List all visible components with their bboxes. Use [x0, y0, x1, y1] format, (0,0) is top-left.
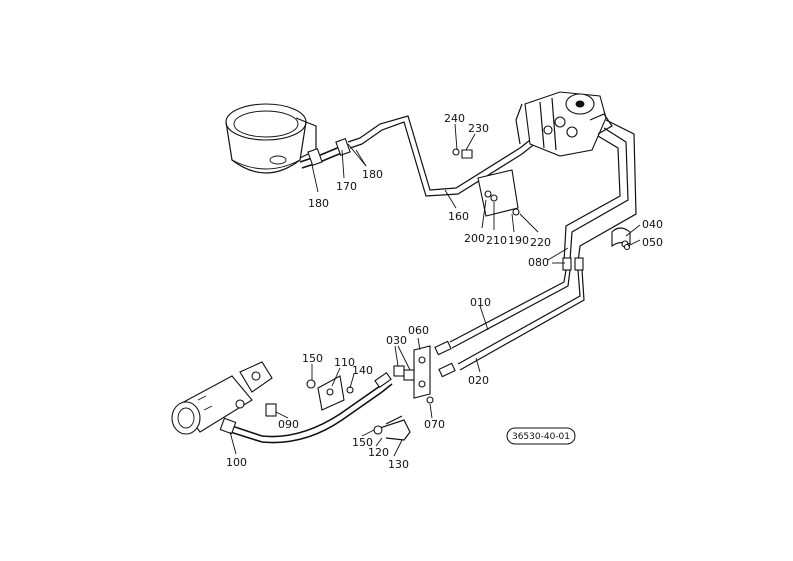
- elbow-fitting: [265, 403, 277, 417]
- label-160b: 160: [448, 210, 469, 223]
- bracket-110: [317, 375, 345, 411]
- label-130: 130: [388, 458, 409, 471]
- fittings-030: [393, 365, 415, 381]
- label-200: 200: [464, 232, 485, 245]
- reservoir-hose-170: [299, 137, 363, 169]
- label-180a: 180: [308, 197, 329, 210]
- label-150a: 150: [302, 352, 323, 365]
- label-140: 140: [352, 364, 373, 377]
- master-cylinder: [515, 91, 613, 157]
- label-100: 100: [226, 456, 247, 469]
- label-030: 030: [386, 334, 407, 347]
- label-020: 020: [468, 374, 489, 387]
- leader-lines: [229, 123, 641, 457]
- pipe-130: [373, 415, 411, 441]
- slave-cylinder: [171, 361, 273, 435]
- label-230: 230: [468, 122, 489, 135]
- label-170: 170: [336, 180, 357, 193]
- pipe-right-run: [563, 119, 637, 263]
- reservoir-tank: [225, 103, 317, 174]
- label-180b: 180: [362, 168, 383, 181]
- bracket-060: [413, 340, 456, 399]
- label-070: 070: [424, 418, 445, 431]
- label-190: 190: [508, 234, 529, 247]
- bolt-070: [426, 396, 434, 404]
- label-120: 120: [368, 446, 389, 459]
- label-220: 220: [530, 236, 551, 249]
- label-210: 210: [486, 234, 507, 247]
- clip-240-230: [452, 148, 473, 159]
- label-050: 050: [642, 236, 663, 249]
- drawing-code: 36530-40-01: [512, 432, 570, 442]
- label-010: 010: [470, 296, 491, 309]
- part-labels: 240 230 160 170 180 160 200 210 190 220 …: [226, 112, 663, 471]
- union-080: [562, 257, 584, 271]
- bracket-040: [611, 227, 631, 248]
- pipes-010-020: [449, 269, 585, 371]
- bolt-150a: [306, 379, 316, 389]
- label-040: 040: [642, 218, 663, 231]
- label-150b: 150: [352, 436, 373, 449]
- label-110: 110: [334, 356, 355, 369]
- hose-100: [219, 417, 263, 443]
- label-060: 060: [408, 324, 429, 337]
- label-080: 080: [528, 256, 549, 269]
- bracket-190: [477, 169, 520, 217]
- hose-090: [261, 371, 393, 444]
- label-240: 240: [444, 112, 465, 125]
- label-090: 090: [278, 418, 299, 431]
- drawing-code-box: 36530-40-01: [506, 427, 576, 445]
